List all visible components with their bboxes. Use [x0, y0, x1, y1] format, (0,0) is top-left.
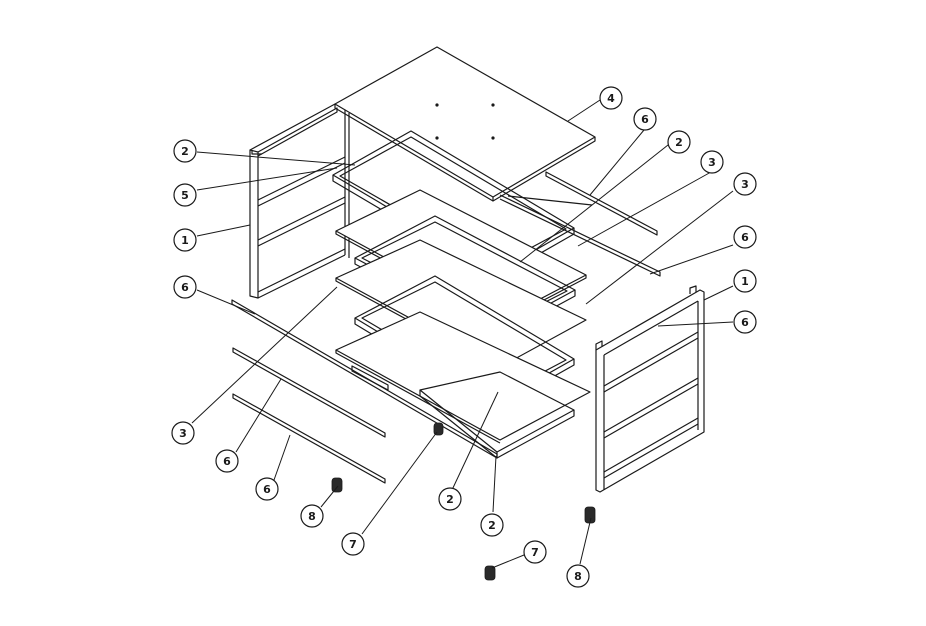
rails [231, 171, 661, 484]
callout-5-c-5: 5 [173, 183, 197, 207]
callout-circle [733, 310, 757, 334]
callout-circle [173, 228, 197, 252]
callout-circle [255, 477, 279, 501]
callout-circle [733, 225, 757, 249]
callout-number: 8 [308, 510, 316, 523]
callout-number: 7 [349, 538, 357, 551]
caster-7-a [433, 422, 444, 436]
callout-number: 2 [446, 493, 454, 506]
left-side-frame [249, 103, 350, 299]
callout-circle [173, 139, 197, 163]
callout-number: 3 [741, 178, 749, 191]
callout-3-c-3c: 3 [171, 421, 195, 445]
callout-6-c-6e: 6 [215, 449, 239, 473]
callout-circle [566, 564, 590, 588]
leader-lines [191, 99, 734, 569]
callout-2-c-2a: 2 [667, 130, 691, 154]
callout-6-c-6b: 6 [733, 225, 757, 249]
callout-1-c-1b: 1 [733, 269, 757, 293]
callout-number: 6 [741, 231, 749, 244]
callout-circle [173, 183, 197, 207]
callout-number: 3 [708, 156, 716, 169]
callout-number: 6 [181, 281, 189, 294]
callout-circle [341, 532, 365, 556]
callout-8-c-8b: 8 [566, 564, 590, 588]
callout-circle [173, 275, 197, 299]
callout-circle [300, 504, 324, 528]
callout-3-c-3a: 3 [700, 150, 724, 174]
callout-circle [171, 421, 195, 445]
callout-balloons: 4 6 2 2 3 5 3 1 6 6 1 6 3 6 6 8 7 2 2 7 8 [171, 86, 757, 588]
callout-number: 6 [641, 113, 649, 126]
callout-8-c-8a: 8 [300, 504, 324, 528]
callout-2-c-2d: 2 [480, 513, 504, 537]
callout-number: 5 [181, 189, 189, 202]
callout-number: 3 [179, 427, 187, 440]
callout-6-c-6f: 6 [255, 477, 279, 501]
callout-6-c-6d: 6 [733, 310, 757, 334]
callout-6-c-6a: 6 [633, 107, 657, 131]
callout-circle [700, 150, 724, 174]
callout-number: 2 [181, 145, 189, 158]
callout-2-c-2b: 2 [173, 139, 197, 163]
callout-circle [480, 513, 504, 537]
callout-circle [438, 487, 462, 511]
callout-circle [733, 269, 757, 293]
callout-circle [633, 107, 657, 131]
callout-7-c-7b: 7 [523, 540, 547, 564]
right-side-frame [595, 285, 705, 493]
callout-2-c-2c: 2 [438, 487, 462, 511]
callout-number: 2 [675, 136, 683, 149]
callout-4-c-4: 4 [599, 86, 623, 110]
callout-circle [215, 449, 239, 473]
callout-7-c-7a: 7 [341, 532, 365, 556]
callout-number: 2 [488, 519, 496, 532]
callout-1-c-1a: 1 [173, 228, 197, 252]
callout-3-c-3b: 3 [733, 172, 757, 196]
top-panel [334, 46, 596, 202]
callout-number: 1 [741, 275, 749, 288]
callout-circle [667, 130, 691, 154]
callout-number: 6 [263, 483, 271, 496]
callout-number: 1 [181, 234, 189, 247]
callout-6-c-6c: 6 [173, 275, 197, 299]
callout-circle [599, 86, 623, 110]
callout-number: 8 [574, 570, 582, 583]
callout-number: 6 [741, 316, 749, 329]
callout-number: 7 [531, 546, 539, 559]
caster-7-b [484, 565, 496, 581]
callout-number: 6 [223, 455, 231, 468]
callout-circle [523, 540, 547, 564]
callout-number: 4 [607, 92, 615, 105]
callout-circle [733, 172, 757, 196]
caster-8-a [331, 477, 343, 493]
